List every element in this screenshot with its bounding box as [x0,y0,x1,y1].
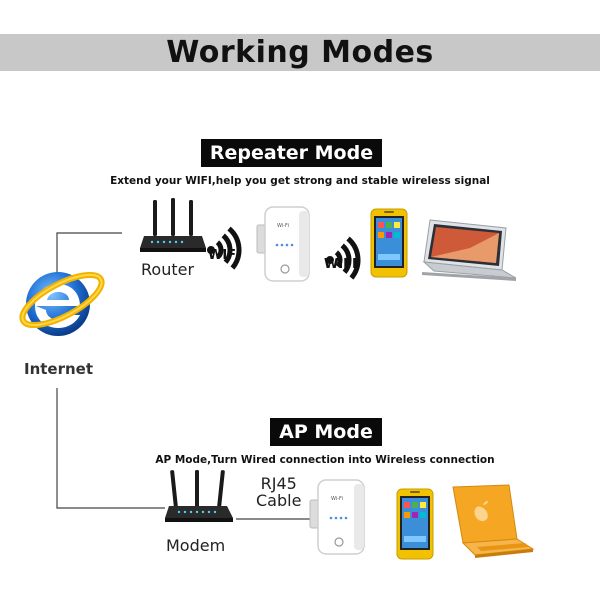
cable-label: Cable [256,491,302,510]
internet-globe-icon [19,271,105,336]
wifi-signal-icon-1 [207,226,242,270]
wifi-label-1: WIFI [208,248,241,263]
internet-to-router-line [56,232,122,280]
router-label: Router [141,260,195,279]
title-band [0,34,600,71]
repeater-mode-badge: Repeater Mode [201,139,382,167]
ap-mode-badge: AP Mode [270,418,382,446]
internet-to-modem-line [56,388,165,509]
rj45-cable-label: RJ45 Cable [256,475,301,509]
wifi-label-2: WIFI [324,257,357,272]
repeater-mode-subtitle: Extend your WIFI,help you get strong and… [110,175,490,187]
wifi-signal-icon-2 [326,236,361,280]
router-icon [140,198,206,252]
smartphone-icon [370,208,408,278]
repeater-device-icon: Wi-Fi [256,206,310,282]
modem-label: Modem [166,536,226,555]
svg-text:Wi-Fi: Wi-Fi [277,223,289,229]
ap-smartphone-icon [396,488,434,560]
internet-label: Internet [24,360,94,378]
laptop-icon [422,219,517,281]
ap-mode-subtitle: AP Mode,Turn Wired connection into Wirel… [155,454,495,466]
ap-repeater-device-icon: Wi-Fi [309,479,365,555]
ap-laptop-icon [452,484,535,558]
modem-icon [165,470,233,522]
page-title: Working Modes [166,35,434,70]
svg-text:Wi-Fi: Wi-Fi [331,496,343,502]
rj45-label: RJ45 [260,474,297,493]
